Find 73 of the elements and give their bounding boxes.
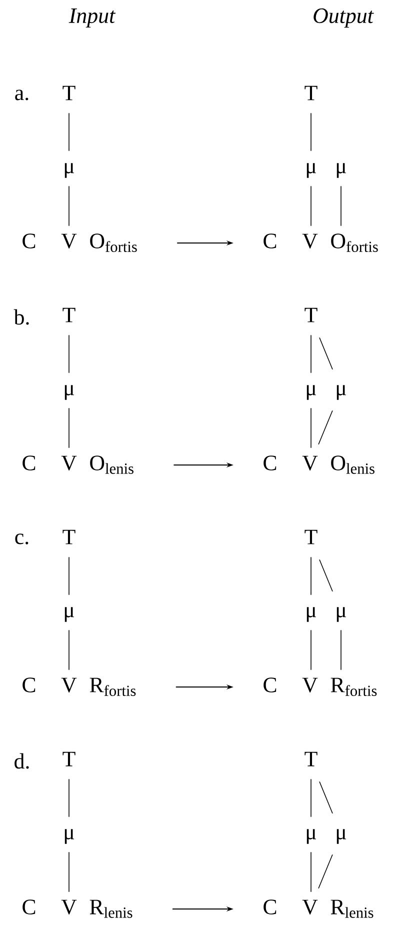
panel-letter: d. bbox=[14, 753, 29, 769]
association-line bbox=[68, 778, 70, 818]
mora-symbol: μ bbox=[306, 607, 316, 622]
association-line bbox=[310, 778, 312, 818]
association-line bbox=[310, 630, 312, 670]
association-line bbox=[68, 112, 70, 152]
mora-symbol: μ bbox=[336, 385, 346, 400]
segment-symbol: R$_{lenis}$ bbox=[90, 900, 132, 918]
segment-symbol: V bbox=[302, 900, 318, 915]
association-line bbox=[68, 408, 70, 448]
segment-symbol: V bbox=[61, 678, 77, 693]
segment-symbol: C bbox=[22, 234, 36, 248]
tone-symbol: T bbox=[62, 86, 76, 100]
mora-symbol: μ bbox=[64, 385, 74, 400]
segment-symbol: C bbox=[22, 678, 36, 692]
segment-symbol: O$_{fortis}$ bbox=[90, 234, 137, 252]
column-heading: Input bbox=[68, 8, 116, 28]
segment-symbol: C bbox=[22, 900, 36, 914]
tone-symbol: T bbox=[304, 752, 318, 766]
segment-symbol: C bbox=[264, 678, 276, 692]
mora-symbol: μ bbox=[336, 607, 346, 622]
association-line bbox=[310, 112, 312, 152]
association-line bbox=[68, 852, 70, 892]
association-line bbox=[310, 852, 312, 892]
association-line bbox=[319, 781, 333, 814]
segment-symbol: V bbox=[61, 234, 77, 249]
association-line bbox=[68, 630, 70, 670]
association-line bbox=[340, 630, 342, 670]
tone-symbol: T bbox=[62, 308, 76, 322]
panel-letter: c. bbox=[15, 534, 28, 544]
segment-symbol: V bbox=[61, 900, 77, 915]
tone-symbol: T bbox=[304, 530, 318, 544]
mora-symbol: μ bbox=[306, 829, 316, 844]
segment-symbol: C bbox=[264, 900, 276, 914]
segment-symbol: O$_{lenis}$ bbox=[90, 456, 134, 474]
segment-symbol: C bbox=[264, 234, 276, 248]
panel-letter: b. bbox=[14, 309, 29, 325]
mora-symbol: μ bbox=[64, 163, 74, 178]
association-line bbox=[310, 334, 312, 374]
segment-symbol: V bbox=[302, 456, 318, 471]
mora-symbol: μ bbox=[306, 385, 316, 400]
mora-symbol: μ bbox=[306, 163, 316, 178]
association-line bbox=[68, 186, 70, 226]
association-line bbox=[68, 334, 70, 374]
segment-symbol: O$_{fortis}$ bbox=[331, 234, 378, 252]
segment-symbol: C bbox=[264, 456, 276, 470]
segment-symbol: R$_{fortis}$ bbox=[90, 678, 136, 696]
association-line bbox=[340, 186, 342, 226]
association-line bbox=[310, 556, 312, 596]
tone-symbol: T bbox=[62, 752, 76, 766]
association-line bbox=[318, 854, 333, 889]
segment-symbol: C bbox=[22, 456, 36, 470]
column-heading: Output bbox=[314, 8, 374, 28]
association-line bbox=[319, 559, 333, 592]
mora-symbol: μ bbox=[336, 163, 346, 178]
segment-symbol: V bbox=[302, 234, 318, 249]
association-line bbox=[68, 556, 70, 596]
mora-symbol: μ bbox=[64, 607, 74, 622]
segment-symbol: O$_{lenis}$ bbox=[331, 456, 374, 474]
segment-symbol: R$_{lenis}$ bbox=[330, 900, 374, 918]
mora-symbol: μ bbox=[336, 829, 346, 844]
panel-letter: a. bbox=[15, 90, 28, 100]
tone-symbol: T bbox=[62, 530, 76, 544]
association-line bbox=[319, 337, 333, 370]
mora-symbol: μ bbox=[64, 829, 74, 844]
association-line bbox=[310, 186, 312, 226]
association-line bbox=[318, 410, 333, 445]
segment-symbol: R$_{fortis}$ bbox=[330, 678, 377, 696]
tone-symbol: T bbox=[304, 308, 318, 322]
association-line bbox=[310, 408, 312, 448]
tone-symbol: T bbox=[304, 86, 318, 100]
segment-symbol: V bbox=[61, 456, 77, 471]
segment-symbol: V bbox=[302, 678, 318, 693]
